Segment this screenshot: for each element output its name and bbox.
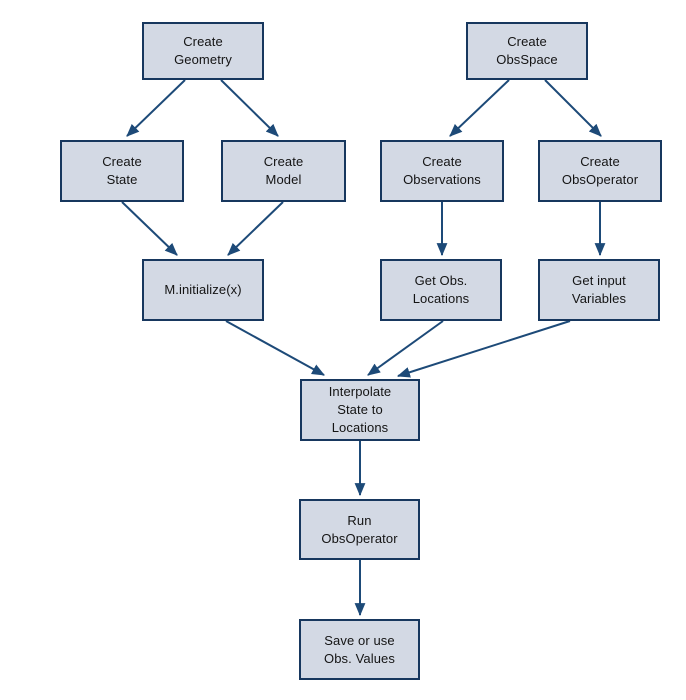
node-label-line: State [106, 172, 138, 187]
edge-get-obs-locations-to-interpolate-state [367, 320, 444, 376]
node-label-line: Get input [572, 273, 626, 288]
node-label-line: Locations [412, 291, 470, 306]
node-label-line: Geometry [174, 52, 232, 67]
node-label-line: Variables [571, 291, 627, 306]
node-label-line: Interpolate [328, 384, 392, 399]
edge-m-initialize-to-interpolate-state [225, 320, 325, 376]
node-label-line: Model [265, 172, 302, 187]
node-m-initialize: M.initialize(x) [142, 259, 264, 321]
node-label-line: Obs. Values [324, 650, 395, 666]
node-label-line: Run [347, 512, 372, 528]
node-label-line: Create [263, 154, 304, 169]
node-label-line: Save or use [324, 632, 395, 648]
node-label-line: M.initialize(x) [164, 282, 242, 297]
node-label-line: Create [580, 154, 620, 169]
edge-create-geometry-to-create-model [220, 79, 279, 137]
node-label-line: Get Obs. [414, 273, 468, 288]
edge-create-geometry-to-create-state [126, 79, 186, 137]
node-label-line: Create [422, 154, 462, 169]
node-label-line: Create [183, 34, 223, 49]
edge-get-input-variables-to-interpolate-state [396, 320, 571, 378]
node-label-line: State to [337, 402, 383, 417]
node-get-obs-locations: Get Obs. Locations [380, 259, 502, 321]
edge-create-obsspace-to-create-observations [449, 79, 510, 137]
node-label-line: Observations [403, 172, 481, 187]
node-label-line: Locations [331, 420, 389, 435]
edge-create-model-to-m-initialize [227, 201, 284, 256]
edge-create-obsspace-to-create-obsoperator [544, 79, 602, 137]
edge-create-state-to-m-initialize [121, 201, 178, 256]
node-label-line: ObsOperator [561, 172, 639, 187]
node-label-line: Create [507, 34, 547, 49]
node-label-line: ObsSpace [496, 52, 558, 67]
node-label-line: ObsOperator [321, 530, 398, 546]
node-label-line: Create [102, 154, 142, 169]
